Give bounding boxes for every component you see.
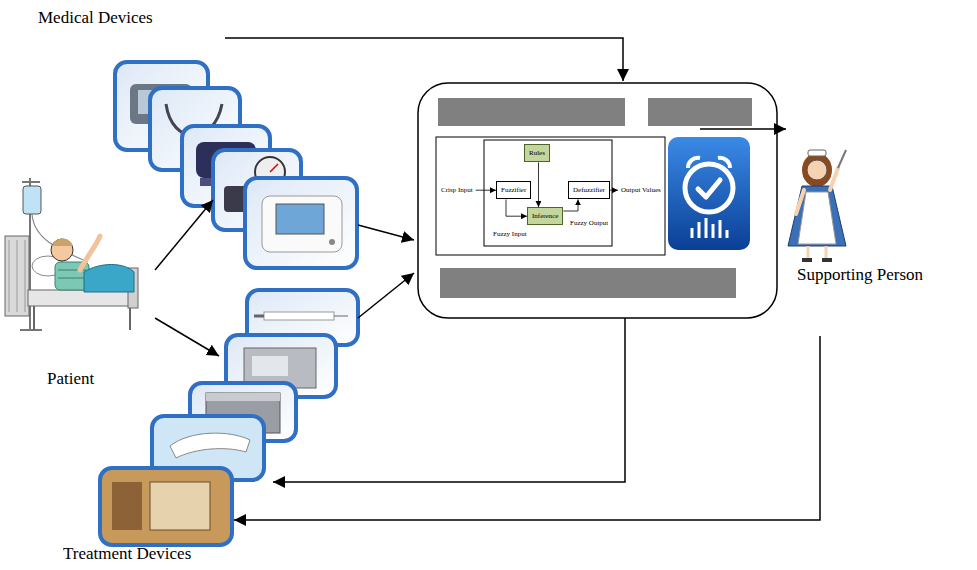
patient-figure	[58, 278, 86, 279]
patient-figure	[9, 240, 10, 312]
nurse-figure	[807, 246, 810, 260]
patient-figure	[32, 214, 88, 262]
patient-figure	[5, 236, 29, 316]
system-box	[418, 83, 777, 318]
box-label: Defuzzifier	[573, 186, 605, 194]
alarm-clock-icon	[705, 218, 708, 238]
device-tile	[276, 204, 324, 234]
flow-arrow	[155, 318, 219, 356]
patient-figure	[129, 306, 131, 330]
box-label: Fuzzifier	[501, 186, 526, 194]
nurse-figure	[788, 150, 846, 262]
process-box: Fuzzifier	[496, 181, 531, 199]
flow-arrow	[155, 38, 820, 520]
patient-figure	[84, 265, 134, 293]
alarm-clock-icon	[698, 180, 720, 197]
alarm-clock-icon	[691, 228, 694, 238]
system-box	[418, 83, 777, 318]
flow-arrow	[700, 128, 786, 130]
box-label: Rules	[529, 149, 545, 157]
device-tile	[262, 196, 342, 252]
nurse-figure	[830, 168, 838, 190]
alarm-clock-icon	[698, 222, 701, 238]
nurse-figure	[796, 190, 804, 214]
device-tile	[170, 433, 250, 458]
alarm-clock-icon	[692, 218, 727, 238]
nurse-figure	[838, 150, 846, 168]
signal-arrow	[610, 190, 618, 191]
nurse-figure	[798, 192, 836, 244]
nurse-figure	[788, 186, 846, 246]
alarm-clock-icon	[719, 220, 722, 238]
flow-connector	[506, 199, 527, 216]
patient-figure	[52, 239, 73, 247]
device-tile	[252, 356, 288, 376]
patient-figure	[20, 329, 42, 331]
device-tile	[206, 393, 280, 401]
signal-name: Fuzzy Output	[570, 219, 608, 227]
system-box	[440, 268, 736, 298]
fuzzy-frame	[436, 137, 665, 255]
device-tile	[112, 482, 142, 530]
fuzzy-frame	[436, 137, 665, 255]
flow-connector	[563, 199, 578, 211]
device-tile	[100, 468, 232, 545]
patient-figure	[22, 181, 40, 183]
nurse-figure	[825, 246, 828, 260]
fuzzy-frame	[484, 140, 612, 246]
flow-arrow	[234, 336, 820, 520]
device-tile	[150, 482, 210, 530]
patient-figure	[33, 306, 35, 330]
patient-figure	[17, 240, 18, 312]
device-tile	[245, 178, 357, 268]
nurse-figure	[822, 258, 832, 262]
patient-figure	[80, 236, 100, 270]
flow-connector	[538, 162, 539, 207]
flow-arrow	[358, 273, 414, 318]
flow-arrow	[358, 225, 414, 240]
signal-arrow	[476, 190, 496, 191]
device-tile	[254, 315, 264, 318]
patient-figure	[25, 240, 26, 312]
alarm-clock-icon	[726, 230, 729, 238]
nurse-figure	[807, 160, 827, 180]
group-caption: Medical Devices	[38, 8, 153, 28]
alarm-clock-icon	[712, 224, 715, 238]
patient-figure	[5, 178, 138, 330]
process-box: Defuzzifier	[568, 181, 610, 199]
flow-arrow	[225, 38, 623, 81]
patient-figure	[51, 239, 73, 261]
alarm-clock-icon	[685, 164, 733, 212]
patient-figure	[23, 186, 41, 214]
device-tile	[329, 239, 335, 245]
device-tile	[245, 178, 357, 268]
device-tile	[270, 164, 278, 172]
nurse-figure	[802, 153, 832, 187]
actor-caption: Supporting Person	[797, 265, 923, 285]
system-box	[438, 98, 625, 126]
rules-box: Rules	[524, 144, 550, 162]
nurse-figure	[808, 150, 826, 156]
flow-arrow	[155, 200, 213, 270]
nurse-figure	[802, 258, 812, 262]
device-tile	[334, 316, 348, 317]
system-box	[648, 98, 752, 126]
alarm-clock-icon	[668, 137, 750, 250]
inference-box: Inference	[527, 207, 563, 225]
device-tile	[264, 312, 334, 320]
box-label: Inference	[532, 212, 558, 220]
signal-name: Crisp Input	[441, 186, 473, 194]
alarm-clock-icon	[668, 137, 750, 250]
device-tile	[100, 468, 232, 545]
signal-name: Output Values	[621, 186, 661, 194]
flow-arrow	[273, 318, 625, 482]
group-caption: Treatment Devices	[63, 544, 191, 564]
actor-caption: Patient	[47, 369, 94, 389]
signal-name: Fuzzy Input	[493, 230, 527, 238]
